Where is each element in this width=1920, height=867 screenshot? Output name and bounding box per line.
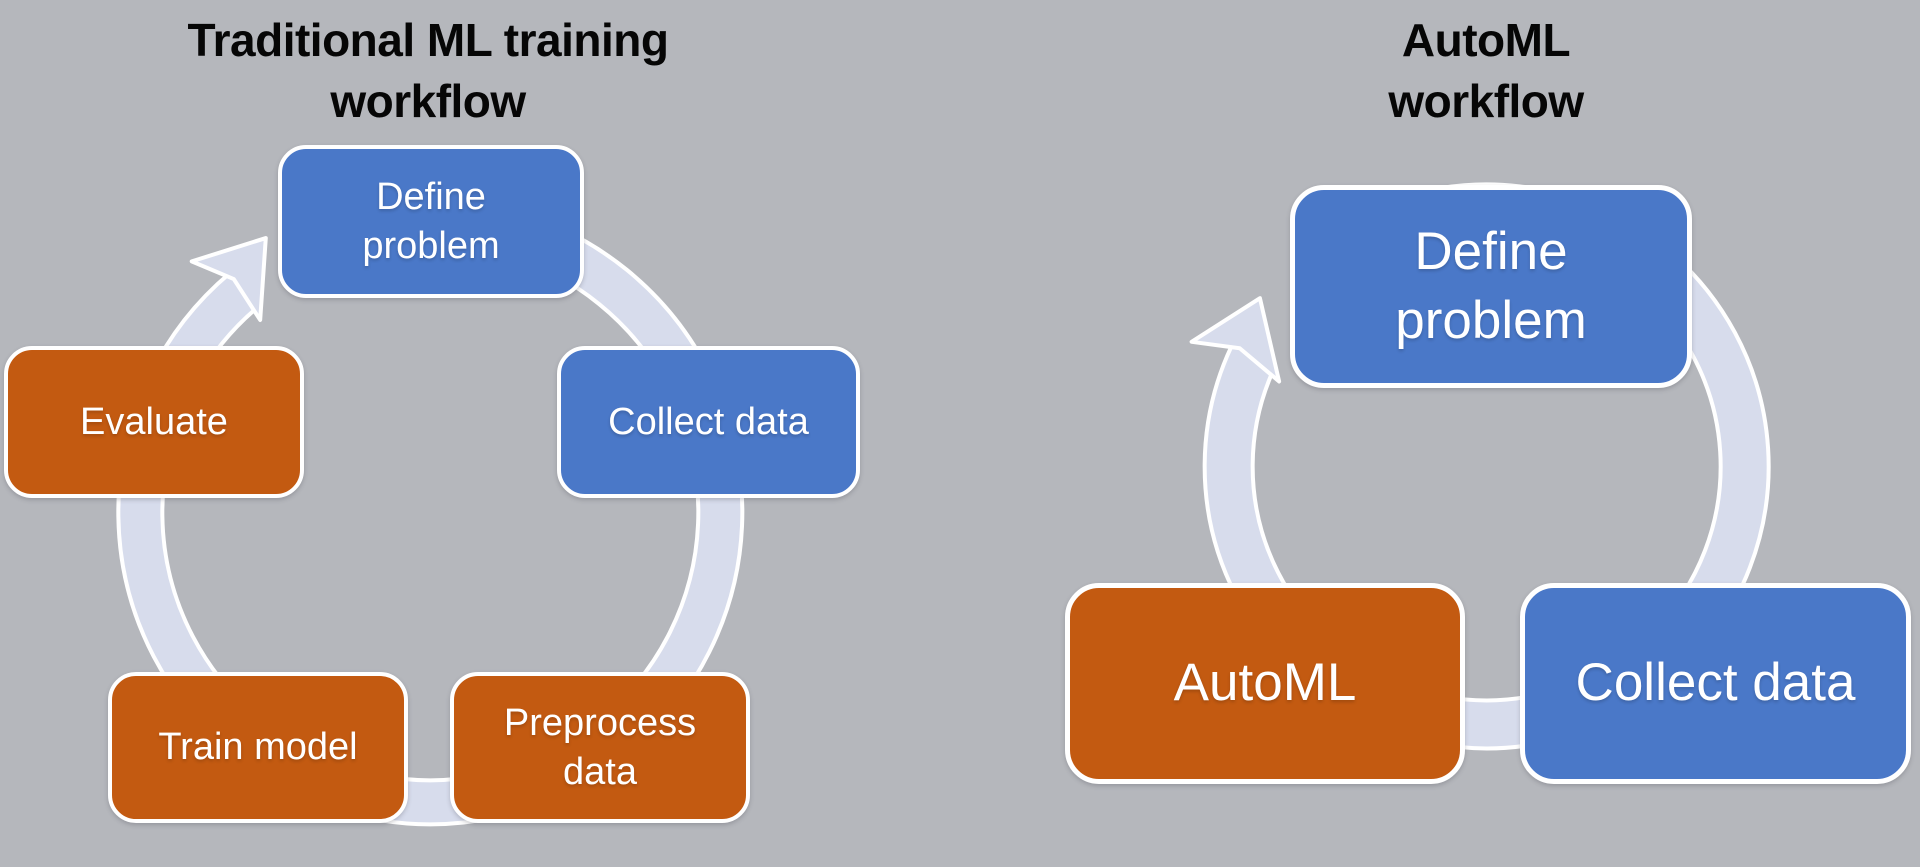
node-preprocess-data: Preprocess data xyxy=(450,672,750,823)
node-collect-data: Collect data xyxy=(557,346,860,498)
node-define-problem-automl: Define problem xyxy=(1290,185,1692,388)
node-train-model: Train model xyxy=(108,672,408,823)
node-label: Collect data xyxy=(1575,653,1856,713)
arrowhead-icon xyxy=(189,236,268,322)
node-label: AutoML xyxy=(1173,653,1357,713)
node-label: Collect data xyxy=(608,400,809,443)
node-label: Preprocess data xyxy=(503,702,697,793)
node-evaluate: Evaluate xyxy=(4,346,304,498)
arrowhead-icon xyxy=(1189,296,1282,384)
node-automl: AutoML xyxy=(1065,583,1465,784)
node-label: Train model xyxy=(158,726,358,769)
automl-workflow-title: AutoML workflow xyxy=(1388,14,1584,127)
node-label: Define problem xyxy=(1395,221,1587,350)
node-label: Define problem xyxy=(362,176,500,267)
node-label: Evaluate xyxy=(80,400,228,443)
node-define-problem: Define problem xyxy=(278,145,584,298)
traditional-workflow-title: Traditional ML training workflow xyxy=(187,14,669,127)
node-collect-data-automl: Collect data xyxy=(1520,583,1911,784)
